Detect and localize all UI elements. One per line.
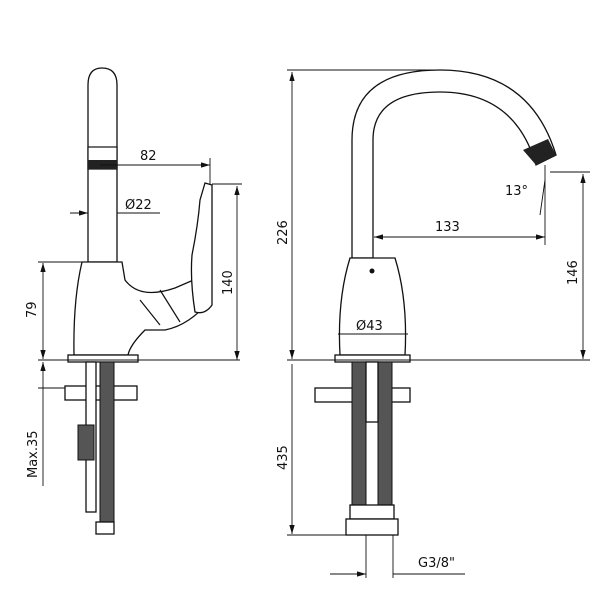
dim-angle-label: 13° bbox=[505, 184, 528, 199]
connection-nut bbox=[345, 518, 399, 536]
front-view: 226 133 146 13° Ø43 435 G3/8" bbox=[276, 69, 590, 578]
spout-outlet bbox=[523, 139, 556, 165]
dim-hose-length-label: 435 bbox=[276, 445, 291, 470]
side-view: 82 Ø22 140 79 Max.35 bbox=[25, 67, 242, 535]
dim-spout-diameter-label: Ø22 bbox=[125, 198, 152, 213]
hose bbox=[99, 361, 115, 523]
dim-thread-label: G3/8" bbox=[418, 556, 455, 571]
dim-outlet-height-label: 146 bbox=[566, 260, 581, 285]
lever-handle bbox=[190, 182, 213, 314]
dim-reach-label: 82 bbox=[140, 149, 157, 164]
dim-total-height-label: 226 bbox=[276, 220, 291, 245]
dim-lever-height-label: 140 bbox=[221, 270, 236, 295]
dim-max-counter-label: Max.35 bbox=[26, 430, 41, 478]
faucet-body bbox=[73, 261, 211, 356]
dim-body-diameter-label: Ø43 bbox=[356, 319, 383, 334]
base-plate bbox=[67, 354, 139, 363]
dim-body-height-label: 79 bbox=[25, 301, 40, 318]
dim-spout-reach-label: 133 bbox=[435, 220, 460, 235]
